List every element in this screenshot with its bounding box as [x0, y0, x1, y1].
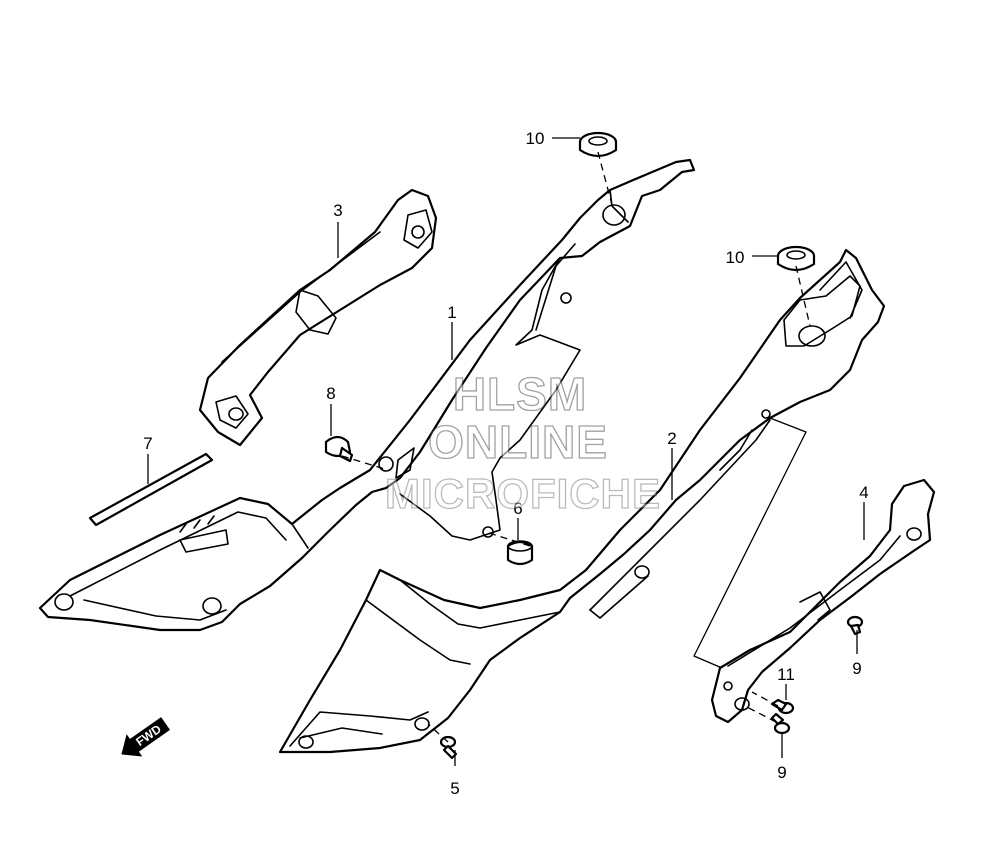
part-8-clip[interactable]	[324, 435, 354, 463]
callout-1: 1	[447, 303, 456, 322]
part-10-grommet-upper[interactable]	[578, 131, 618, 158]
callout-9-upper: 9	[852, 659, 861, 678]
callout-8: 8	[326, 384, 335, 403]
part-10-grommet-right[interactable]	[776, 245, 816, 272]
leader-lines	[147, 137, 865, 766]
callout-3: 3	[333, 201, 342, 220]
part-9-screw-lower[interactable]	[770, 712, 791, 735]
part-7-strip[interactable]	[88, 452, 214, 527]
callout-10-right: 10	[726, 248, 745, 267]
callout-7: 7	[143, 434, 152, 453]
callout-10-upper: 10	[526, 129, 545, 148]
watermark-line-1: HLSM	[453, 368, 587, 420]
callout-2: 2	[667, 429, 676, 448]
fwd-arrow-icon: FWD	[121, 717, 170, 757]
watermark-line-3: MICROFICHE	[385, 470, 661, 517]
part-3-left-bracket[interactable]	[198, 188, 438, 447]
part-4-right-bracket[interactable]	[710, 478, 936, 724]
watermark-line-2: ONLINE	[428, 416, 608, 468]
watermark: HLSM ONLINE MICROFICHE	[384, 367, 661, 517]
callout-11: 11	[777, 665, 795, 684]
callout-6: 6	[513, 499, 522, 518]
part-1-left-frame-cover[interactable]	[38, 158, 696, 632]
part-2-right-frame-cover[interactable]	[278, 248, 886, 754]
part-9-screw-upper[interactable]	[846, 615, 864, 636]
part-11-screw[interactable]	[770, 698, 795, 715]
callout-4: 4	[859, 483, 868, 502]
part-6-nut[interactable]	[506, 540, 534, 566]
callout-5: 5	[450, 779, 459, 798]
part-5-screw[interactable]	[439, 735, 458, 760]
callout-9-lower: 9	[777, 763, 786, 782]
callout-labels: 1 2 3 4 5 6 7 8 9 9 10 10 11	[143, 129, 868, 798]
